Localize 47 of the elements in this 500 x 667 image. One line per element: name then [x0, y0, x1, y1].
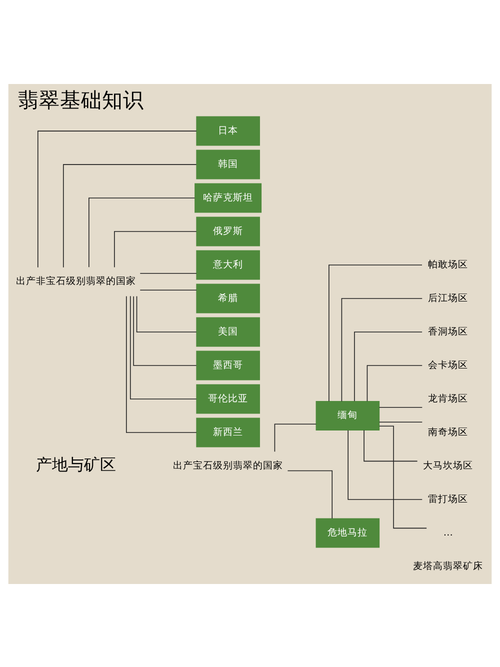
node-box: 日本 — [196, 116, 260, 146]
connector — [287, 470, 333, 518]
node-box: 俄罗斯 — [196, 216, 260, 246]
node-box: 哥伦比亚 — [196, 384, 260, 414]
node-text: … — [443, 526, 453, 538]
node-text: 帕敢场区 — [428, 258, 468, 270]
connector — [378, 421, 423, 422]
node-box: 希腊 — [196, 283, 260, 313]
label: 产地与矿区 — [36, 454, 116, 474]
node-text: 香洞场区 — [428, 326, 468, 337]
node-text: 南奇场区 — [428, 426, 468, 438]
connector — [63, 164, 197, 268]
connector — [133, 295, 197, 366]
node-box: 墨西哥 — [196, 350, 260, 380]
connector — [37, 130, 197, 268]
node-label: 麦塔高翡翠矿床 — [413, 560, 484, 572]
node-box: 美国 — [196, 316, 260, 346]
connector — [136, 295, 197, 332]
node-box: 危地马拉 — [316, 518, 380, 548]
node-text: 龙肯场区 — [428, 392, 468, 404]
connector — [126, 295, 197, 432]
connector — [140, 272, 197, 274]
node-text: 雷打场区 — [428, 493, 468, 504]
node-box: 哈萨克斯坦 — [194, 182, 262, 212]
connector — [364, 429, 418, 462]
connector — [378, 406, 423, 408]
connector — [378, 425, 427, 528]
connector — [88, 197, 196, 268]
diagram-title: 翡翠基础知识 — [18, 87, 144, 112]
connector — [354, 331, 422, 402]
node-box: 意大利 — [196, 250, 260, 280]
node-box: 缅甸 — [316, 400, 380, 430]
connector — [140, 289, 197, 290]
node-text: 出产非宝石级别翡翠的国家 — [16, 276, 136, 287]
connector — [366, 364, 423, 402]
node-text: 会卡场区 — [428, 359, 468, 370]
connector — [130, 295, 197, 399]
node-box: 韩国 — [196, 149, 260, 179]
connector — [348, 429, 423, 500]
connector — [114, 230, 197, 268]
node-text: 后江场区 — [428, 292, 468, 304]
connector — [274, 423, 316, 452]
connector — [328, 264, 422, 402]
node-text: 大马坎场区 — [423, 460, 474, 471]
node-box: 新西兰 — [196, 417, 260, 447]
connector — [341, 298, 423, 402]
node-text: 出产宝石级别翡翠的国家 — [173, 460, 284, 471]
